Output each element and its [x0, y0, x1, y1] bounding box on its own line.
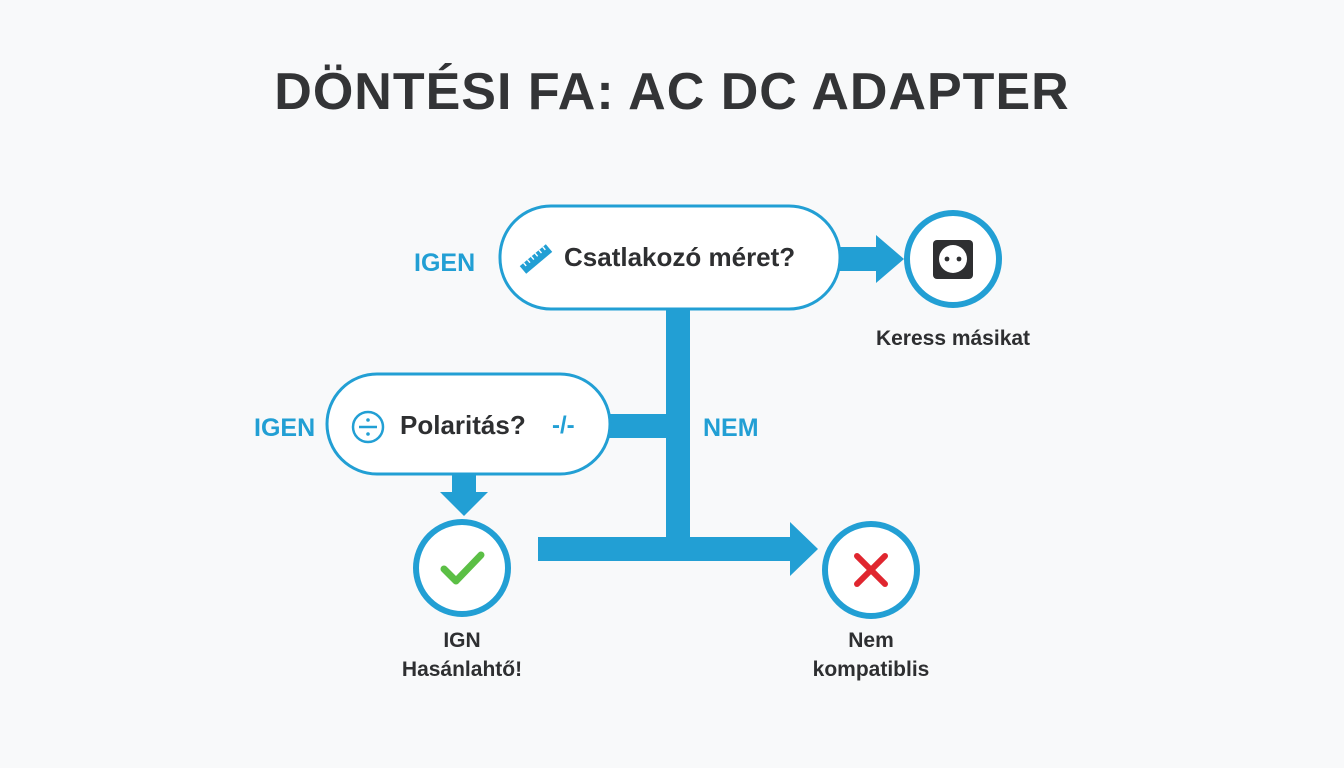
- usable-caption-line2: Hasánlahtő!: [401, 658, 523, 681]
- no-edge-label: NEM: [703, 414, 759, 442]
- page-title: DÖNTÉSI FA: AC DC ADAPTER: [274, 63, 1070, 121]
- checkmark-icon: [440, 551, 485, 585]
- x-icon: [854, 553, 888, 587]
- divide-icon: [351, 410, 385, 444]
- polarity-symbol: -/-: [552, 412, 575, 439]
- incompatible-caption: Nem kompatiblis: [771, 626, 971, 684]
- polarity-to-trunk-connector: [605, 414, 667, 438]
- polarity-down-connector: [452, 474, 476, 494]
- trunk-connector: [666, 310, 690, 550]
- connector-size-node: [498, 204, 842, 311]
- socket-icon: [933, 240, 973, 279]
- usable-caption: IGN Hasánlahtő!: [362, 626, 562, 684]
- polarity-node: [325, 372, 612, 476]
- connector-size-yes-label: IGEN: [414, 249, 476, 277]
- incompatible-caption-line2: kompatiblis: [812, 658, 930, 681]
- arrow-to-incompatible: [790, 522, 818, 576]
- usable-node: [413, 519, 511, 617]
- arrow-to-usable: [440, 492, 488, 516]
- connector-size-label: Csatlakozó méret?: [564, 242, 796, 272]
- incompatible-caption-line1: Nem: [848, 629, 894, 652]
- bottom-bar-connector: [538, 537, 796, 561]
- search-other-caption: Keress másikat: [875, 327, 1031, 350]
- polarity-label: Polaritás?: [400, 410, 526, 440]
- top-to-socket-connector: [838, 247, 878, 271]
- arrow-to-socket: [876, 235, 904, 283]
- polarity-yes-label: IGEN: [254, 414, 316, 442]
- ruler-icon: [519, 244, 553, 274]
- usable-caption-line1: IGN: [443, 629, 481, 652]
